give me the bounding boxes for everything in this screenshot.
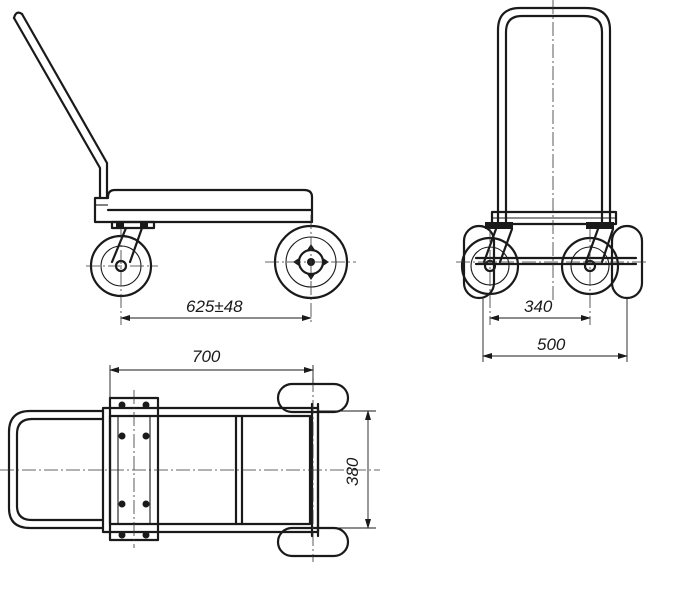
rear-width-dimension: 500 [537,335,566,354]
rear-track-dimension: 340 [524,297,553,316]
top-width-dimension: 380 [343,457,362,486]
rear-handle [496,6,612,224]
top-length-dimension: 700 [192,347,221,366]
rear-view: 340 500 [456,0,648,362]
side-handle [12,12,109,200]
side-caster [110,220,156,264]
top-view: 700 380 [0,347,380,562]
side-view: 625±48 [12,11,356,325]
side-length-dimension: 625±48 [186,297,243,316]
top-handle [7,409,105,530]
side-deck [93,188,314,224]
